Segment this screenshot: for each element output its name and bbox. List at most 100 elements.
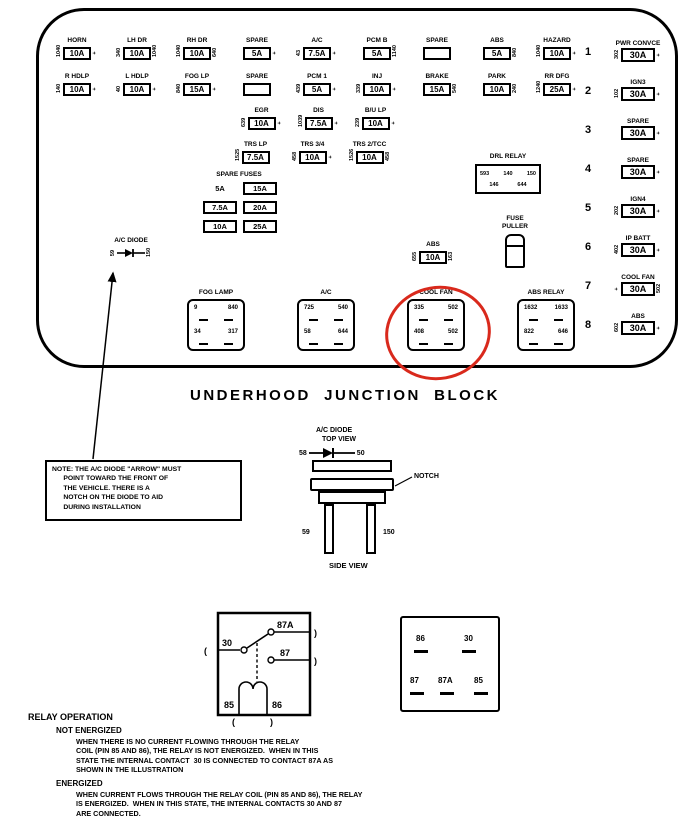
terminal-86-label: 86 xyxy=(272,700,282,710)
fuse-circuit-left: 339 xyxy=(356,83,362,93)
fuse-amp-box: 10A xyxy=(298,150,327,164)
fuse-circuit-left: 1039 xyxy=(297,114,304,127)
wire-break-mark: ( xyxy=(232,717,235,727)
fuse-body: 10A 240 xyxy=(475,81,519,97)
fuse-amp-box: 10A xyxy=(355,150,384,164)
ac-diode-body: 59 150 xyxy=(89,245,173,261)
fuse-label: A/C xyxy=(311,37,323,44)
side-view-terminal-right: 150 xyxy=(383,529,395,536)
slot-body: 30A + xyxy=(613,126,663,140)
diagram-title: UNDERHOOD JUNCTION BLOCK xyxy=(189,387,500,404)
slot-circuit-right: 502 xyxy=(656,283,662,293)
relay-box: 335 502 408 502 xyxy=(407,299,465,351)
relay-terminal: 58 xyxy=(304,328,311,335)
slot-main: SPARE 30A + xyxy=(597,157,679,179)
slot-circuit-right: + xyxy=(656,131,662,135)
relay-box: 1632 1633 822 646 xyxy=(517,299,575,351)
slot-label: COOL FAN xyxy=(621,274,655,281)
slot-main: COOL FAN + 30A 502 xyxy=(597,274,679,296)
slot-body: 302 30A + xyxy=(613,48,663,62)
slot-main: IGN3 102 30A + xyxy=(597,79,679,101)
fuse-amp-box: 10A xyxy=(63,82,91,96)
fuse-circuit-right: + xyxy=(333,121,340,125)
fuse-amp-box: 15A xyxy=(423,82,451,96)
fuse-label: PCM B xyxy=(366,37,388,44)
fuse-circuit-right: + xyxy=(392,87,398,91)
ac-diode-label: A/C DIODE xyxy=(114,237,148,244)
relay-terminal: 502 xyxy=(447,305,458,311)
relay-socket-row: FOG LAMP 9 840 34 317 xyxy=(187,289,575,351)
relay-label: A/C xyxy=(320,289,332,296)
pin-slot-mark xyxy=(414,650,428,653)
relay-terminal: 9 xyxy=(194,305,198,311)
fuse-label: FOG LP xyxy=(184,73,210,80)
fuse-row-3: EGR 639 10A + DIS 1039 7.5A + xyxy=(233,107,404,131)
diode-side-view-plate xyxy=(310,478,394,491)
slot-body: 102 30A + xyxy=(613,87,663,101)
fuse-circuit-right: + xyxy=(152,87,158,91)
fuse: HAZARD 1040 10A + xyxy=(527,37,587,61)
side-view-caption: SIDE VIEW xyxy=(329,561,368,570)
ac-diode-circuit-right: 150 xyxy=(146,247,152,257)
slot-main: PWR CONVCE 302 30A + xyxy=(597,40,679,62)
drl-terminal: 644 xyxy=(517,181,527,188)
fuse-circuit-left: 1525 xyxy=(234,148,241,161)
slot-amp-box: 30A xyxy=(621,165,655,179)
fuse-label: SPARE xyxy=(246,37,268,44)
fuse-amp-box: 7.5A xyxy=(303,46,331,60)
fuse-row-4: TRS LP 1525 7.5A TRS 3/4 458 10A + xyxy=(227,141,398,165)
terminal-marks xyxy=(304,319,348,322)
fuse-amp-box xyxy=(423,46,451,60)
terminal-mark xyxy=(529,342,538,345)
slot-circuit-left: 302 xyxy=(614,49,620,59)
relay-terminal: 1633 xyxy=(554,305,568,311)
fuse: A/C 43 7.5A + xyxy=(287,37,347,61)
not-energized-heading: NOT ENERGIZED xyxy=(56,726,122,735)
diode-top-view-package xyxy=(312,460,392,472)
fuse-body: 1039 7.5A + xyxy=(297,115,341,131)
slot-circuit-left: 202 xyxy=(614,205,620,215)
terminal-mark xyxy=(309,319,318,322)
fuse-amp-box xyxy=(243,82,271,96)
fuse-amp-box: 5A xyxy=(243,46,271,60)
terminal-mark xyxy=(554,342,563,345)
fuse: PCM 1 439 5A + xyxy=(287,73,347,97)
fuse-amp-box: 10A xyxy=(183,46,211,60)
fuse-amp-box: 25A xyxy=(543,82,571,96)
fuse: PARK 10A 240 xyxy=(467,73,527,97)
diode-top-view-symbol: 58 50 xyxy=(299,447,365,459)
diode-side-view-body xyxy=(318,491,386,504)
terminal-mark xyxy=(199,319,208,322)
fuse-label: PCM 1 xyxy=(307,73,327,80)
fuse: PCM B 5A 1140 xyxy=(347,37,407,61)
fuse-amp-box: 10A xyxy=(247,116,276,130)
fuse-circuit-left xyxy=(412,49,426,57)
fuse-label: ABS xyxy=(490,37,504,44)
fuse: SPARE xyxy=(407,37,467,61)
relay-operation-heading: RELAY OPERATION xyxy=(28,712,113,722)
drl-terminal: 140 xyxy=(503,170,513,177)
fuse-circuit-right: + xyxy=(92,51,98,55)
terminal-marks xyxy=(194,319,238,322)
slot-amp-box: 30A xyxy=(621,126,655,140)
note-box: NOTE: THE A/C DIODE "ARROW" MUST POINT T… xyxy=(45,460,242,521)
wire-break-mark: ) xyxy=(270,717,273,727)
slot-number: 1 xyxy=(585,46,592,58)
fuse: TRS LP 1525 7.5A xyxy=(227,141,284,165)
relay-terminals-top: 335 502 xyxy=(414,305,458,312)
fuse-label: TRS 3/4 xyxy=(300,141,325,148)
fuse-circuit-right: + xyxy=(332,87,338,91)
slot-label: IGN4 xyxy=(630,196,646,203)
fuse-circuit-left: 1040 xyxy=(56,44,62,57)
fuse-body: 639 10A + xyxy=(240,115,284,131)
fuse-circuit-right: + xyxy=(272,51,278,55)
spare-fuses-label: SPARE FUSES xyxy=(216,171,262,178)
fuse-circuit-left xyxy=(232,85,246,93)
wire-break-mark: ( xyxy=(204,646,207,656)
fuse: SPARE 5A + xyxy=(227,37,287,61)
relay-label: FOG LAMP xyxy=(198,289,234,296)
fuse-puller-icon xyxy=(505,234,525,268)
